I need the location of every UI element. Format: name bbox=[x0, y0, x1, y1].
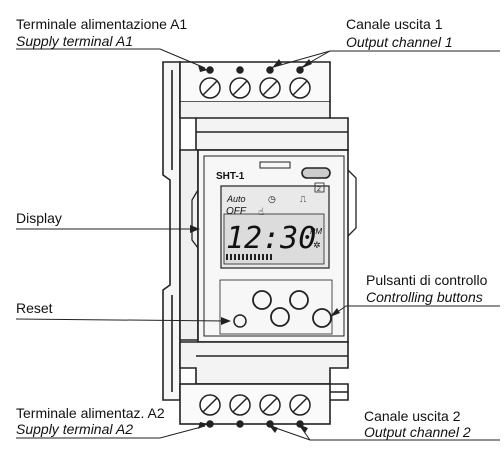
buttons-label-it: Pulsanti di controllo bbox=[366, 272, 488, 288]
gear-icon: ✲ bbox=[313, 241, 321, 251]
supply-a1-label-it: Terminale alimentazione A1 bbox=[16, 16, 188, 32]
mode-off: OFF bbox=[226, 206, 247, 217]
supply-a2-label-en: Supply terminal A2 bbox=[16, 421, 133, 437]
supply-a1-label-en: Supply terminal A1 bbox=[16, 33, 133, 49]
control-button-1 bbox=[252, 290, 272, 310]
reset-hole bbox=[233, 314, 247, 328]
bottom-terminals bbox=[199, 394, 311, 428]
lcd-pm: PM bbox=[310, 227, 322, 236]
output2-label-en: Output channel 2 bbox=[364, 424, 471, 440]
lcd-screen bbox=[223, 213, 325, 265]
control-button-3 bbox=[270, 307, 290, 327]
leader-lines bbox=[15, 48, 500, 441]
top-terminals bbox=[199, 66, 311, 99]
buttons-label-en: Controlling buttons bbox=[366, 289, 483, 305]
arrowheads bbox=[190, 59, 340, 433]
control-button-4 bbox=[312, 308, 332, 328]
output2-label-it: Canale uscita 2 bbox=[364, 408, 461, 424]
reset-label: Reset bbox=[16, 300, 53, 316]
output1-label-en: Output channel 1 bbox=[346, 34, 453, 50]
hand-icon: ☝ bbox=[258, 207, 264, 218]
model-label: SHT-1 bbox=[216, 171, 245, 182]
display-label: Display bbox=[16, 210, 62, 226]
bottom-housing bbox=[179, 341, 349, 385]
clock-icon: ◷ bbox=[268, 195, 276, 205]
mode-auto: Auto bbox=[226, 194, 246, 204]
pulse-icon: ⎍ bbox=[300, 195, 307, 205]
output1-label-it: Canale uscita 1 bbox=[346, 16, 443, 32]
lcd-time: 12:30 bbox=[226, 221, 316, 256]
control-button-2 bbox=[289, 290, 309, 310]
supply-a2-label-it: Terminale alimentaz. A2 bbox=[16, 405, 165, 421]
small-box-label: 2 bbox=[317, 186, 321, 193]
day-bar bbox=[226, 254, 272, 260]
